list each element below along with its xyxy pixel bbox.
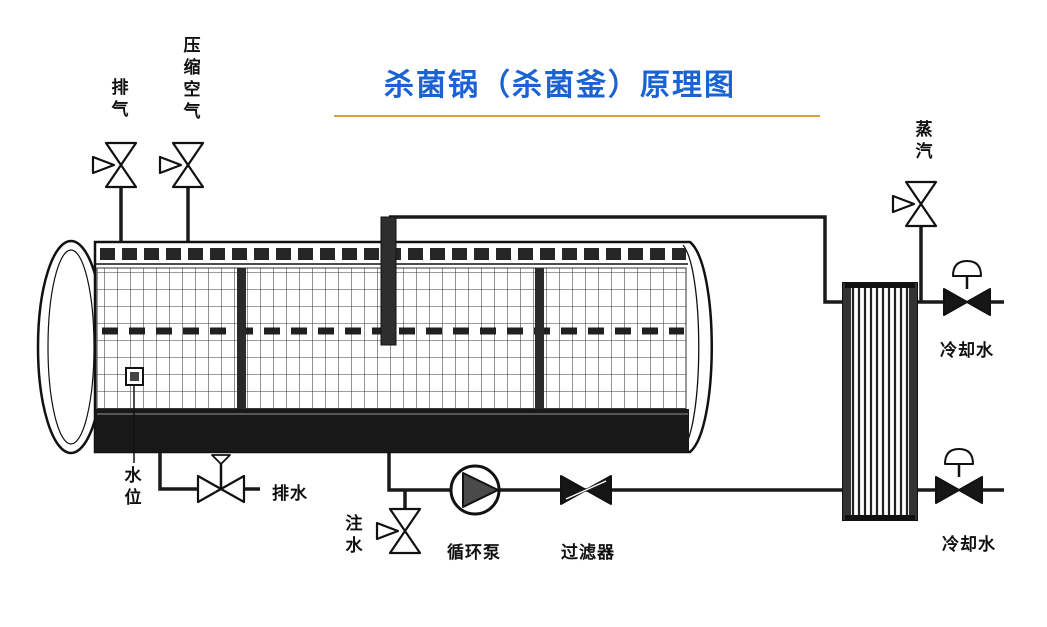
vessel-right-head-inner: [682, 244, 700, 450]
label-steam: 蒸汽: [911, 120, 932, 164]
label-filter: 过滤器: [561, 543, 615, 563]
exchanger-right-plate: [909, 283, 917, 520]
label-water-inject: 注水: [341, 514, 362, 558]
page-title: 杀菌锅（杀菌釜）原理图: [384, 68, 736, 103]
circulation-pump-icon: [449, 464, 501, 516]
drain-pipe: [158, 450, 260, 491]
basket-divider-left: [237, 268, 246, 409]
filter-icon: [560, 475, 612, 505]
label-water-level: 水位: [120, 466, 141, 510]
water-inject-valve-icon: [375, 507, 422, 555]
drain-valve-icon: [196, 454, 246, 504]
exchanger-top-flange: [845, 283, 915, 288]
label-exhaust: 排气: [107, 78, 128, 122]
heat-exchanger: [842, 282, 918, 521]
water-level-indicator: [125, 367, 144, 463]
cooling-water-valve-bottom-icon: [935, 448, 983, 504]
basket-divider-right: [535, 268, 544, 409]
top-circulation-pipe: [389, 215, 843, 304]
exchanger-left-plate: [843, 283, 851, 520]
label-circulation-pump: 循环泵: [447, 543, 501, 563]
title-underline: [334, 115, 820, 117]
exchanger-bottom-flange: [845, 515, 915, 520]
label-drain: 排水: [272, 484, 308, 504]
bottom-circulation-pipe: [387, 450, 843, 492]
compressed-air-valve-icon: [158, 141, 205, 189]
label-cooling-water-top: 冷却水: [940, 341, 994, 361]
pipes: [119, 186, 1004, 510]
cooling-water-valve-top-icon: [943, 260, 991, 316]
bottom-water-band: [95, 409, 689, 452]
center-riser-pipe: [380, 216, 397, 346]
label-compressed-air: 压缩空气: [179, 36, 200, 124]
exchanger-tubes: [851, 286, 909, 517]
steam-valve-icon: [891, 180, 938, 228]
exhaust-valve-icon: [91, 141, 138, 189]
label-cooling-water-bottom: 冷却水: [942, 535, 996, 555]
sterilizer-vessel: [36, 216, 713, 463]
